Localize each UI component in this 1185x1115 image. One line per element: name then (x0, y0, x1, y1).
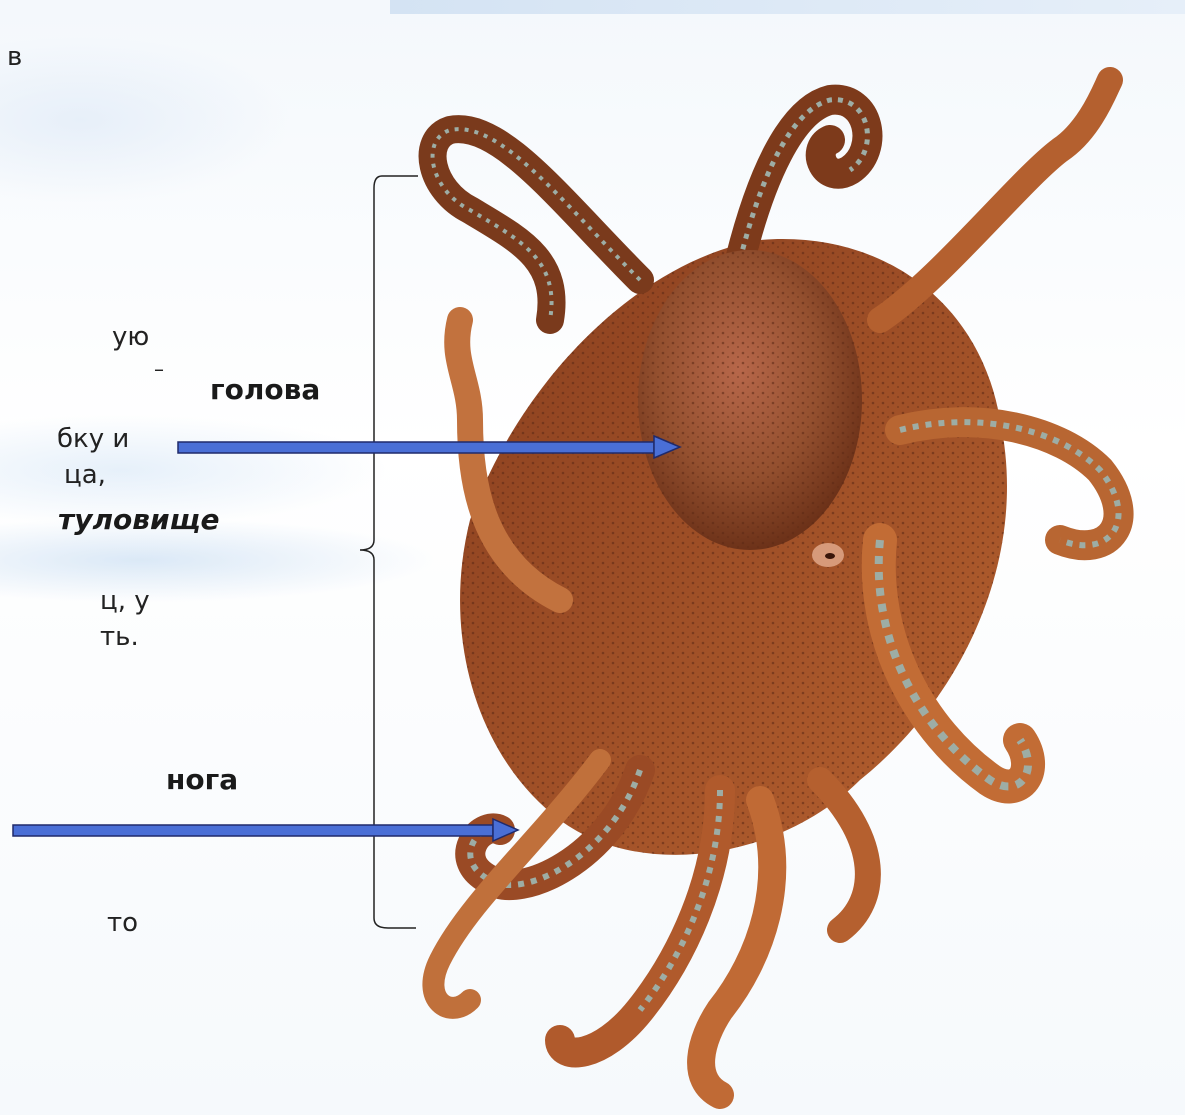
label-foot: нога (166, 763, 238, 796)
bracket-line (360, 176, 418, 928)
label-body: туловище (58, 503, 220, 536)
label-head: голова (210, 373, 320, 406)
arrow-to-foot (13, 819, 518, 841)
octopus-illustration (433, 80, 1119, 1095)
